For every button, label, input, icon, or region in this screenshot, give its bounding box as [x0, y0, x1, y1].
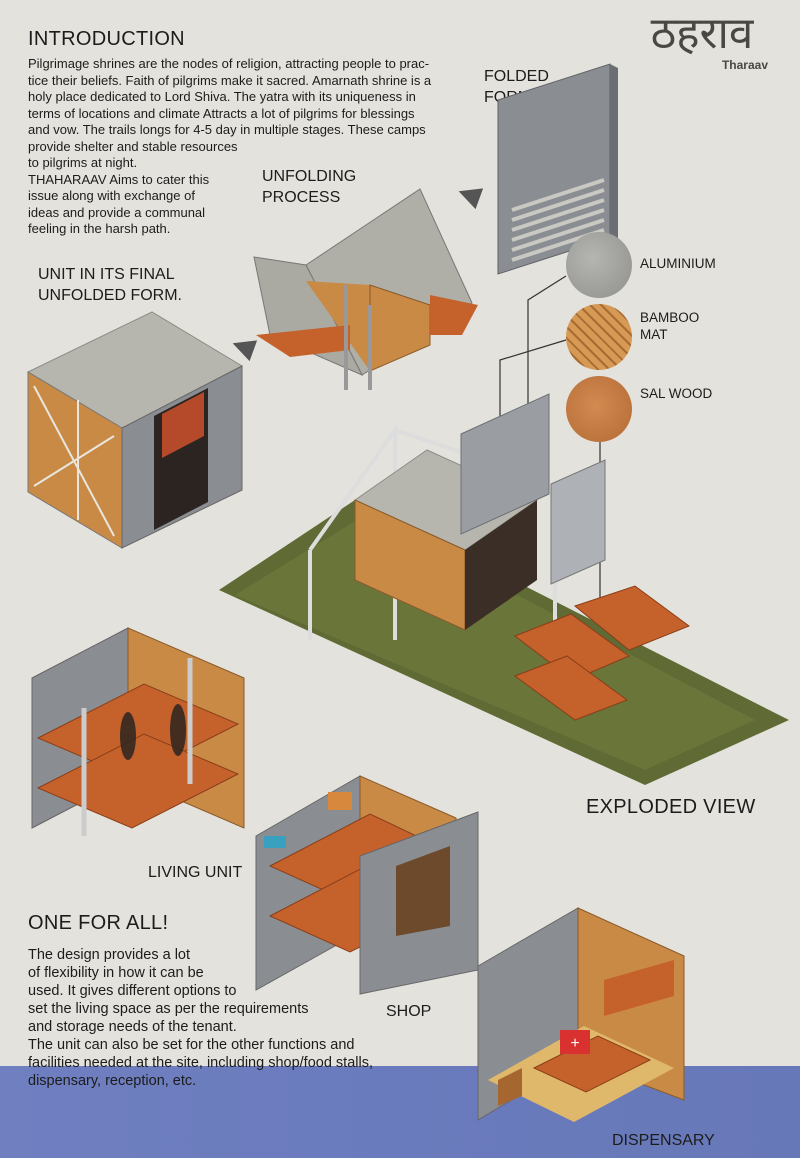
label-line: FOLDED	[484, 68, 549, 85]
aluminium-swatch-icon	[566, 232, 632, 298]
aluminium-label: ALUMINIUM	[640, 256, 716, 273]
living-unit-label: LIVING UNIT	[148, 864, 243, 881]
intro-line: ideas and provide a communal	[28, 204, 206, 220]
final-form-label: UNIT IN ITS FINAL UNFOLDED FORM.	[38, 264, 182, 306]
material-line: BAMBOO	[640, 310, 700, 325]
svg-text:+: +	[570, 1035, 579, 1052]
one-for-all-line: The design provides a lot	[28, 947, 191, 963]
one-for-all-line: of flexibility in how it can be	[28, 965, 204, 981]
one-for-all-line: and storage needs of the tenant.	[28, 1019, 237, 1035]
unfolding-process-label: UNFOLDING PROCESS	[262, 166, 356, 208]
label-line: UNIT IN ITS FINAL	[38, 266, 175, 283]
folded-form-illustration	[497, 63, 618, 275]
living-unit-illustration	[31, 627, 245, 836]
unfolding-process-illustration	[253, 188, 478, 390]
logo-devanagari: ठहराव	[650, 8, 754, 59]
shop-unit-illustration	[255, 775, 479, 995]
logo: ठहराव Tharaav	[622, 8, 782, 73]
intro-line: terms of locations and climate Attracts …	[28, 105, 415, 121]
logo-latin: Tharaav	[721, 58, 768, 72]
one-for-all-line: facilities needed at the site, including…	[28, 1055, 373, 1071]
introduction-heading: INTRODUCTION	[28, 28, 185, 50]
material-line: ALUMINIUM	[640, 256, 716, 271]
intro-line: feeling in the harsh path.	[28, 221, 171, 236]
intro-line: issue along with exchange of	[28, 188, 195, 203]
one-for-all-line: used. It gives different options to	[28, 983, 237, 999]
material-line: MAT	[640, 326, 668, 342]
sal-wood-swatch-icon	[566, 376, 632, 442]
sal-wood-label: SAL WOOD	[640, 386, 712, 403]
label-line: PROCESS	[262, 189, 341, 206]
intro-line: tice their beliefs. Faith of pilgrims ma…	[28, 72, 432, 88]
exploded-view-illustration	[219, 393, 789, 785]
one-for-all-line: The unit can also be set for the other f…	[28, 1037, 355, 1053]
one-for-all-line: dispensary, reception, etc.	[28, 1073, 197, 1089]
label-line: UNFOLDING	[262, 168, 357, 185]
dispensary-unit-illustration: +	[477, 907, 685, 1122]
intro-line: provide shelter and stable resources	[28, 138, 238, 154]
intro-line: and vow. The trails longs for 4-5 day in…	[28, 122, 426, 137]
shop-label: SHOP	[386, 1003, 432, 1020]
intro-line: THAHARAAV Aims to cater this	[28, 171, 210, 187]
final-unit-illustration	[26, 311, 244, 549]
dispensary-label: DISPENSARY	[612, 1132, 715, 1149]
one-for-all-text: The design provides a lot of flexibility…	[28, 946, 398, 1090]
intro-line: holy place dedicated to Lord Shiva. The …	[28, 89, 416, 104]
bamboo-mat-swatch-icon	[566, 304, 632, 370]
material-line: SAL WOOD	[640, 386, 713, 401]
intro-line: Pilgrimage shrines are the nodes of reli…	[28, 56, 430, 71]
label-line: UNFOLDED FORM.	[38, 287, 182, 304]
one-for-all-line: set the living space as per the requirem…	[28, 1001, 309, 1017]
introduction-text: Pilgrimage shrines are the nodes of reli…	[28, 56, 468, 238]
one-for-all-heading: ONE FOR ALL!	[28, 912, 169, 934]
exploded-view-label: EXPLODED VIEW	[586, 796, 756, 818]
intro-line: to pilgrims at night.	[28, 155, 138, 170]
bamboo-mat-label: BAMBOO MAT	[640, 310, 699, 343]
